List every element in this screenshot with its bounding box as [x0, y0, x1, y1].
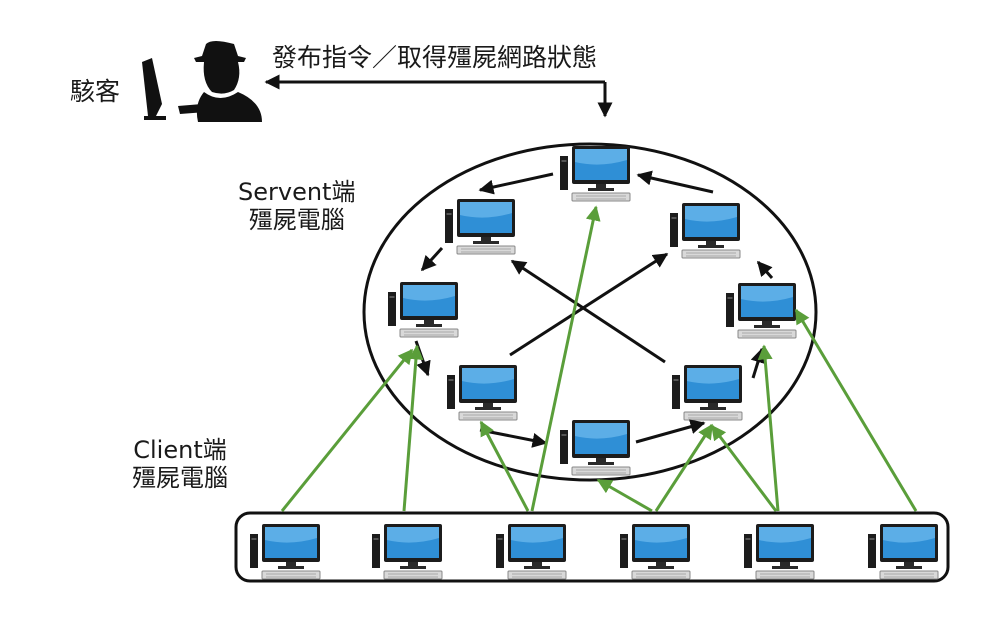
- computer-icon: [446, 364, 518, 421]
- client-box: [234, 511, 950, 583]
- computer-icon: [495, 523, 567, 580]
- computer-icon: [743, 523, 815, 580]
- command-arrow: [264, 74, 613, 118]
- computer-icon: [671, 364, 743, 421]
- client-label-line2: 殭屍電腦: [132, 464, 228, 492]
- computer-icon: [249, 523, 321, 580]
- servent-label-line1: Servent端: [238, 178, 356, 206]
- computer-icon: [444, 198, 516, 255]
- client-links: [280, 205, 918, 513]
- computer-icon: [867, 523, 939, 580]
- computer-icon: [371, 523, 443, 580]
- computer-icon: [669, 202, 741, 259]
- servent-links: [414, 170, 774, 448]
- hacker-label: 駭客: [70, 77, 121, 106]
- command-label: 發布指令／取得殭屍網路狀態: [272, 43, 598, 72]
- servent-label-line2: 殭屍電腦: [248, 206, 345, 234]
- hacker-icon: [142, 41, 262, 122]
- computer-icon: [725, 282, 797, 339]
- servent-ellipse: [362, 142, 818, 482]
- computer-icon: [559, 145, 631, 202]
- computer-icon: [619, 523, 691, 580]
- client-label-line1: Client端: [133, 436, 227, 464]
- client-label: Client端 殭屍電腦: [132, 436, 228, 492]
- computer-icon: [387, 281, 459, 338]
- computer-icon: [559, 419, 631, 476]
- servent-computers: [387, 145, 797, 476]
- servent-label: Servent端 殭屍電腦: [238, 178, 355, 234]
- client-computers: [249, 523, 939, 580]
